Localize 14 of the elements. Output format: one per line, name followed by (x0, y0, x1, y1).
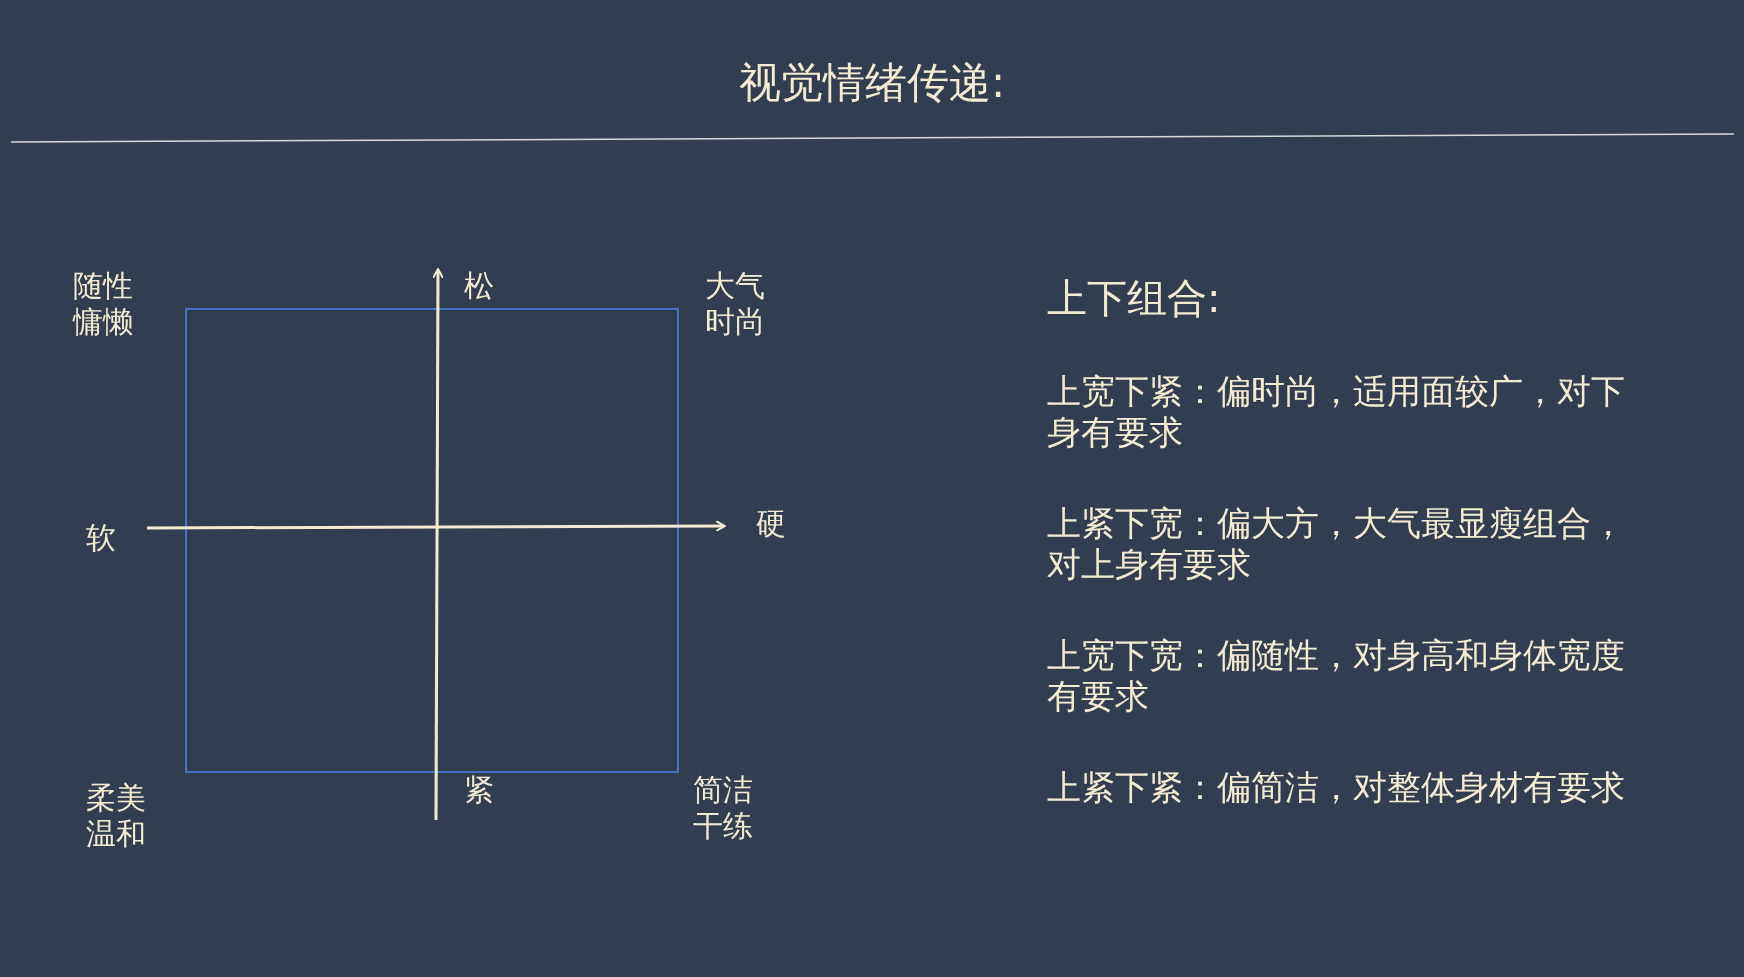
axis-label: 硬 (756, 506, 786, 542)
quadrant-label: 大气时尚 (705, 268, 766, 340)
axis-label: 紧 (464, 772, 494, 808)
quadrant-label: 简洁干练 (693, 772, 754, 844)
description-text: 上紧下紧：偏简洁，对整体身材有要求 (1047, 767, 1626, 808)
quadrant-label: 柔美温和 (86, 780, 147, 852)
title: 视觉情绪传递: (737, 58, 1007, 109)
section-heading: 上下组合: (1047, 274, 1221, 322)
description-text: 上宽下紧：偏时尚，适用面较广，对下身有要求 (1047, 371, 1626, 453)
axis-label: 松 (464, 268, 494, 304)
quadrant-label: 随性慵懒 (73, 268, 134, 340)
axis-label: 软 (86, 520, 116, 556)
description-text: 上紧下宽：偏大方，大气最显瘦组合，对上身有要求 (1047, 503, 1626, 585)
description-text: 上宽下宽：偏随性，对身高和身体宽度有要求 (1047, 635, 1626, 717)
